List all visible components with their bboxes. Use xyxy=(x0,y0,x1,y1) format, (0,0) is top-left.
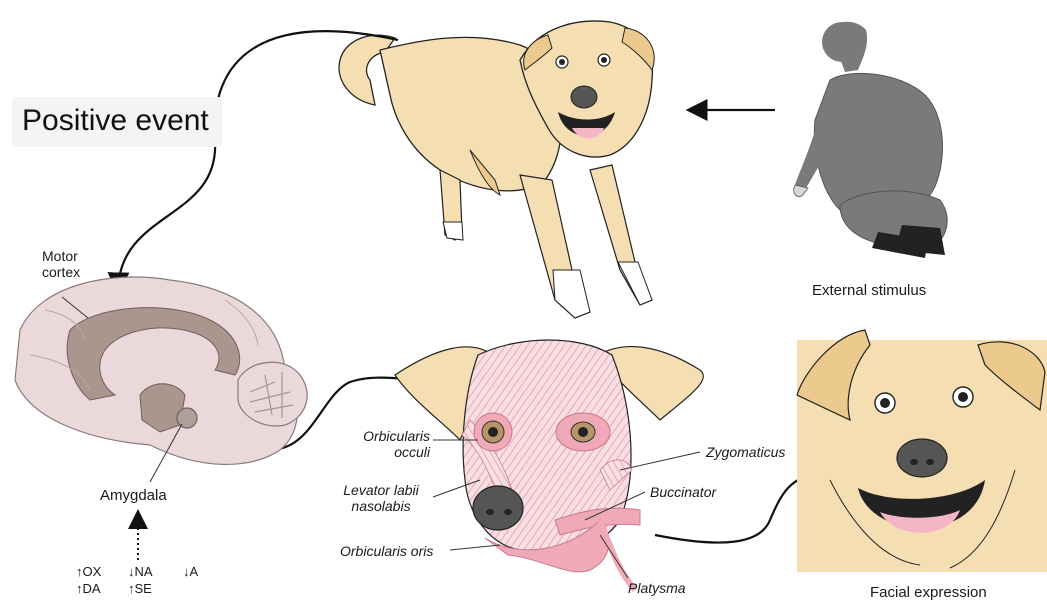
buccinator-label: Buccinator xyxy=(650,484,716,500)
diagram-title: Positive event xyxy=(22,103,209,139)
facial-expression-closeup xyxy=(797,330,1047,572)
neurochem-a: ↓A xyxy=(183,564,198,580)
platysma-label: Platysma xyxy=(628,580,686,596)
amygdala-label: Amygdala xyxy=(100,488,167,504)
dog-face-muscles xyxy=(395,340,703,590)
face-to-expression-arrow xyxy=(655,472,820,543)
amygdala-marker xyxy=(177,408,197,428)
orbicularis-occuli-label: Orbicularis occuli xyxy=(340,428,430,460)
neurochem-se: ↑SE xyxy=(128,581,152,597)
brain xyxy=(15,277,307,482)
orbicularis-occuli-line-1: Orbicularis xyxy=(340,428,430,444)
motor-cortex-label: Motor cortex xyxy=(42,248,80,280)
levator-line-2: nasolabis xyxy=(326,498,436,514)
motor-cortex-line-1: Motor xyxy=(42,248,80,264)
motor-cortex-line-2: cortex xyxy=(42,264,80,280)
external-stimulus-label: External stimulus xyxy=(812,283,926,299)
cerebellum xyxy=(238,362,307,426)
neurochem-na: ↓NA xyxy=(128,564,153,580)
orbicularis-occuli-line-2: occuli xyxy=(340,444,430,460)
neurochem-da: ↑DA xyxy=(76,581,101,597)
facial-expression-label: Facial expression xyxy=(870,585,987,601)
leader-orbicularis-oris xyxy=(450,545,500,550)
crouching-person xyxy=(794,22,947,258)
zygomaticus-label: Zygomaticus xyxy=(706,444,785,460)
neurochem-ox: ↑OX xyxy=(76,564,101,580)
orbicularis-oris-label: Orbicularis oris xyxy=(340,543,433,559)
levator-label: Levator labii nasolabis xyxy=(326,482,436,514)
standing-dog xyxy=(339,21,654,318)
levator-line-1: Levator labii xyxy=(326,482,436,498)
leader-zygomaticus xyxy=(620,452,700,470)
